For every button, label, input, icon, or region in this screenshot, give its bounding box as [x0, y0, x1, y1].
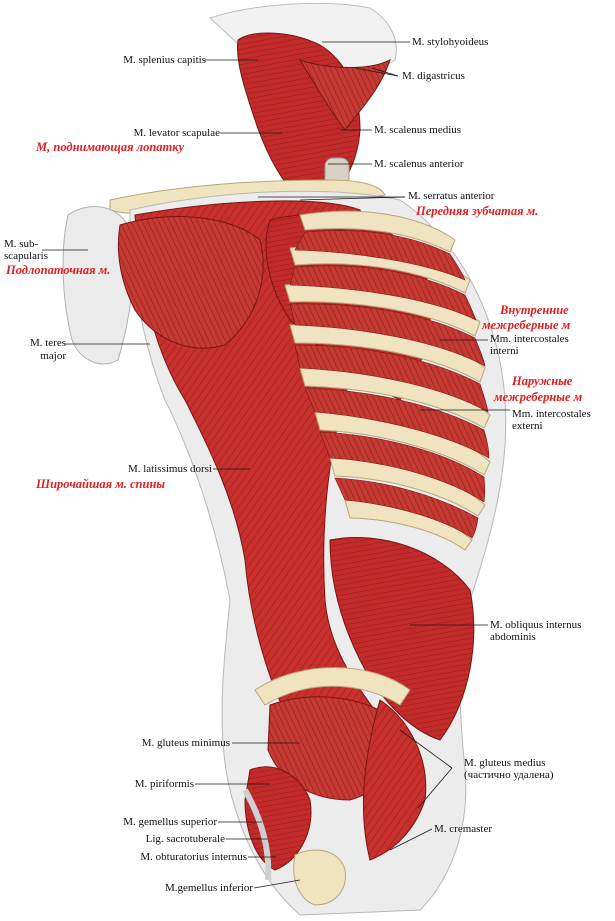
label-gluteus-medius-2: (частично удалена) [464, 769, 554, 781]
label-digastricus: M. digastricus [402, 70, 465, 82]
ru-label-subscapular: Подлопаточная м. [6, 263, 111, 277]
ru-label-internal-2: межреберные м [482, 318, 571, 332]
label-gemellus-inferior: M.gemellus inferior [165, 882, 253, 894]
leader-lines [42, 41, 510, 889]
label-scalenus-medius: M. scalenus medius [374, 124, 462, 136]
label-cremaster: M. cremaster [434, 823, 493, 835]
label-intercostales-interni-1: Mm. intercostales [490, 333, 569, 345]
ru-label-external-2: межреберные м [494, 390, 583, 404]
piriformis-region [244, 766, 312, 871]
label-serratus-anterior: M. serratus anterior [408, 190, 495, 202]
ru-label-internal-1: Внутренние [500, 303, 569, 317]
label-latissimus-dorsi: M. latissimus dorsi [127, 463, 212, 475]
label-gluteus-minimus: M. gluteus minimus [141, 737, 230, 749]
neck-side [298, 59, 391, 131]
label-teres-major-1: M. teres [29, 337, 66, 349]
ru-label-latissimus: Широчайшая м. спины [36, 477, 166, 491]
label-obliquus-internus-2: abdominis [490, 631, 536, 643]
label-subscapularis-1: M. sub- [4, 238, 39, 250]
label-obliquus-internus-1: M. obliquus internus [490, 619, 582, 631]
sacrum-bone [293, 849, 346, 906]
iliac-crest [254, 667, 411, 706]
label-stylohyoideus: M. stylohyoideus [412, 36, 489, 48]
label-gluteus-medius-1: M. gluteus medius [464, 757, 546, 769]
sacrotuberal-ligament [242, 788, 272, 881]
label-subscapularis-2: scapularis [4, 250, 48, 262]
label-intercostales-externi-2: externi [512, 420, 543, 432]
label-sacrotuberale: Lig. sacrotuberale [145, 833, 225, 845]
arm-stump [62, 206, 134, 365]
ru-label-levator: М, поднимающая лопатку [36, 140, 185, 154]
label-scalenus-anterior: M. scalenus anterior [374, 158, 464, 170]
subscapularis-muscle [117, 216, 264, 349]
oblique-muscle [329, 536, 475, 741]
label-teres-major-2: major [40, 350, 66, 362]
label-obturatorius-internus: M. obturatorius internus [140, 851, 247, 863]
label-levator-scapulae: M. levator scapulae [133, 127, 220, 139]
ru-label-external-1: Наружные [512, 374, 573, 388]
intercostal-muscles [289, 230, 490, 539]
label-splenius-capitis: M. splenius capitis [123, 54, 206, 66]
label-intercostales-externi-1: Mm. intercostales [512, 408, 591, 420]
label-gemellus-superior: M. gemellus superior [123, 816, 217, 828]
ru-label-serratus: Передняя зубчатая м. [416, 204, 539, 218]
label-intercostales-interni-2: interni [490, 345, 519, 357]
label-piriformis: M. piriformis [134, 778, 194, 790]
